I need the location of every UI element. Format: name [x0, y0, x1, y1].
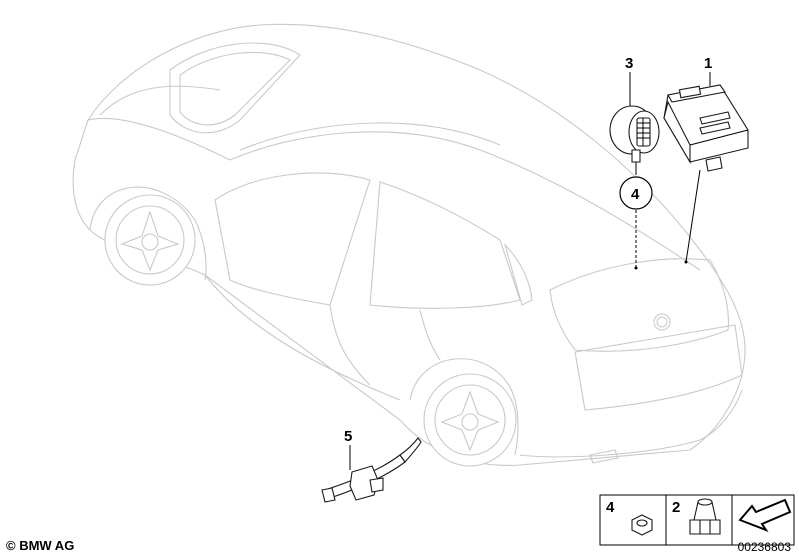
copyright-label: © BMW AG	[6, 538, 75, 553]
legend-item-2-label: 2	[672, 499, 680, 516]
connector-part	[609, 105, 660, 163]
cable-tie-part	[321, 437, 422, 503]
leader-1-body	[685, 169, 701, 263]
hex-nut-icon	[631, 514, 653, 536]
clip-nut-icon	[689, 498, 721, 535]
callout-1: 1	[704, 55, 712, 72]
legend-item-4-label: 4	[606, 499, 615, 516]
vehicle-outline	[72, 23, 746, 467]
document-number: 00236803	[737, 540, 791, 554]
callout-4: 4	[631, 186, 640, 203]
connector-pins	[636, 117, 651, 147]
callout-5: 5	[344, 428, 352, 445]
legend-panel: 4 2	[599, 494, 795, 546]
control-module-part	[663, 84, 749, 172]
callout-4-circle	[619, 176, 653, 210]
arrow-icon	[738, 498, 792, 533]
callout-3: 3	[625, 55, 633, 72]
